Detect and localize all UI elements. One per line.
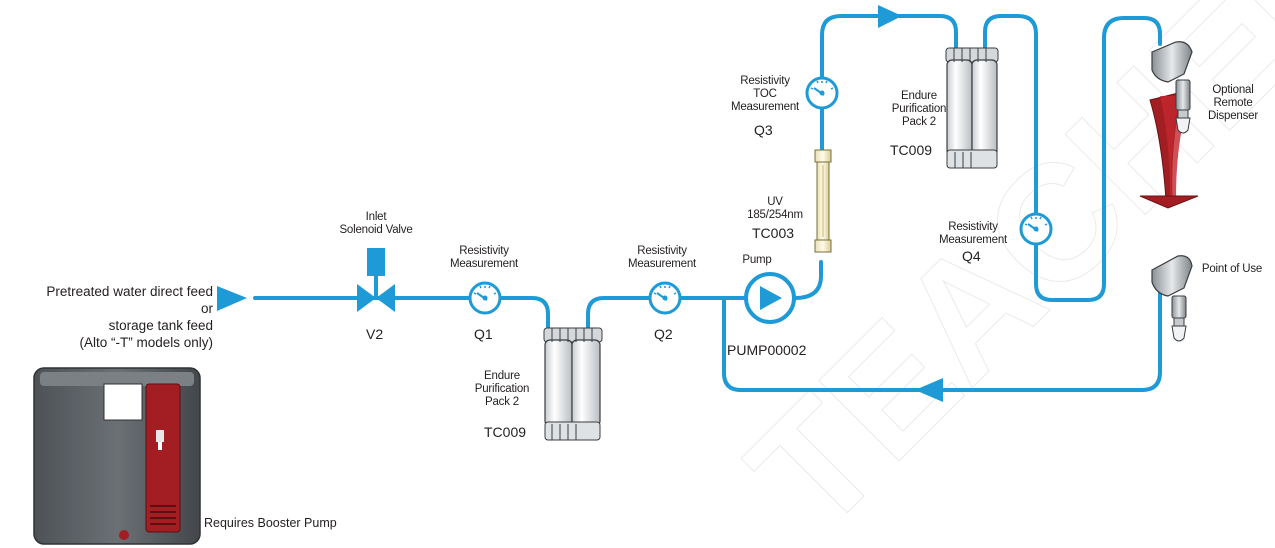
booster-pump-note: Requires Booster Pump	[204, 516, 337, 530]
pack1-line-3: Pack 2	[485, 396, 519, 409]
pack2-to-q4-line	[983, 14, 1038, 214]
remote-line-1: Optional	[1212, 84, 1254, 96]
flow-arrows	[217, 5, 943, 402]
pack2-line-2: Purification	[891, 103, 947, 116]
valve-code: V2	[366, 326, 384, 342]
q4-line-2: Measurement	[938, 234, 1008, 247]
valve-title-line-2: Solenoid Valve	[339, 224, 413, 237]
pack2-label: Endure Purification Pack 2	[880, 90, 958, 130]
q3-to-pack2-line	[820, 14, 958, 80]
q3-line-3: Measurement	[730, 101, 800, 114]
remote-dispenser-label: Optional Remote Dispenser	[1196, 84, 1270, 124]
solenoid-valve-icon	[357, 248, 395, 312]
remote-line-2: Remote	[1213, 97, 1253, 110]
feed-line-4: (Alto “-T” models only)	[79, 335, 213, 350]
q3-label: Resistivity TOC Measurement	[722, 75, 808, 115]
feed-line-3: storage tank feed	[108, 318, 213, 333]
q4-code: Q4	[962, 248, 981, 264]
uv-label: UV 185/254nm	[735, 196, 815, 222]
return-flow-arrow-icon	[915, 378, 943, 402]
feed-line-2: or	[200, 301, 213, 316]
pump-label: Pump	[742, 254, 772, 266]
q4-to-remote-line	[1034, 16, 1162, 302]
purification-pack-2-icon	[945, 47, 999, 169]
pack1-line-1: Endure	[484, 370, 520, 382]
uv-line-1: UV	[767, 196, 783, 208]
water-system-unit-image	[33, 367, 201, 545]
q1-code: Q1	[474, 326, 493, 342]
uv-lamp-icon	[814, 149, 832, 253]
q1-to-pack1-line	[498, 296, 550, 332]
remote-dispenser-icon	[1139, 41, 1199, 209]
q1-label: Resistivity Measurement	[434, 245, 534, 271]
remote-line-3: Dispenser	[1208, 110, 1258, 123]
q3-gauge-icon	[805, 76, 839, 110]
q4-gauge-icon	[1019, 212, 1053, 246]
feed-label: Pretreated water direct feed or storage …	[46, 283, 213, 351]
valve-label: Inlet Solenoid Valve	[318, 211, 434, 237]
point-of-use-dispenser-icon	[1151, 255, 1193, 342]
q2-label: Resistivity Measurement	[612, 245, 712, 271]
pump-code: PUMP00002	[727, 342, 807, 358]
pack2-line-3: Pack 2	[902, 116, 936, 129]
pack1-to-q2-line	[586, 296, 652, 332]
purification-pack-1-icon	[543, 327, 603, 441]
q1-line-2: Measurement	[449, 258, 519, 271]
q4-line-1: Resistivity	[948, 221, 998, 233]
top-flow-arrow-icon	[878, 5, 902, 28]
pack2-line-1: Endure	[901, 90, 937, 102]
uv-code: TC003	[752, 225, 795, 241]
pack1-line-2: Purification	[474, 383, 530, 396]
feed-line-1: Pretreated water direct feed	[46, 284, 213, 299]
point-of-use-label: Point of Use	[1201, 263, 1263, 275]
uv-line-2: 185/254nm	[747, 209, 803, 222]
pump-to-uv-line	[793, 260, 823, 300]
feed-arrow-icon	[217, 286, 247, 311]
q3-line-2: TOC	[753, 88, 777, 101]
q1-line-1: Resistivity	[459, 245, 509, 257]
q2-gauge-icon	[648, 281, 682, 315]
pack2-code: TC009	[890, 142, 933, 158]
valve-title-line-1: Inlet	[365, 211, 387, 223]
q1-gauge-icon	[468, 281, 502, 315]
pack1-code: TC009	[484, 424, 527, 440]
q2-line-2: Measurement	[627, 258, 697, 271]
q3-line-1: Resistivity	[740, 75, 790, 87]
q2-line-1: Resistivity	[637, 245, 687, 257]
q3-code: Q3	[754, 122, 773, 138]
q2-code: Q2	[654, 326, 673, 342]
pump-icon	[744, 272, 796, 324]
pack1-label: Endure Purification Pack 2	[454, 370, 550, 410]
q4-label: Resistivity Measurement	[928, 221, 1018, 247]
